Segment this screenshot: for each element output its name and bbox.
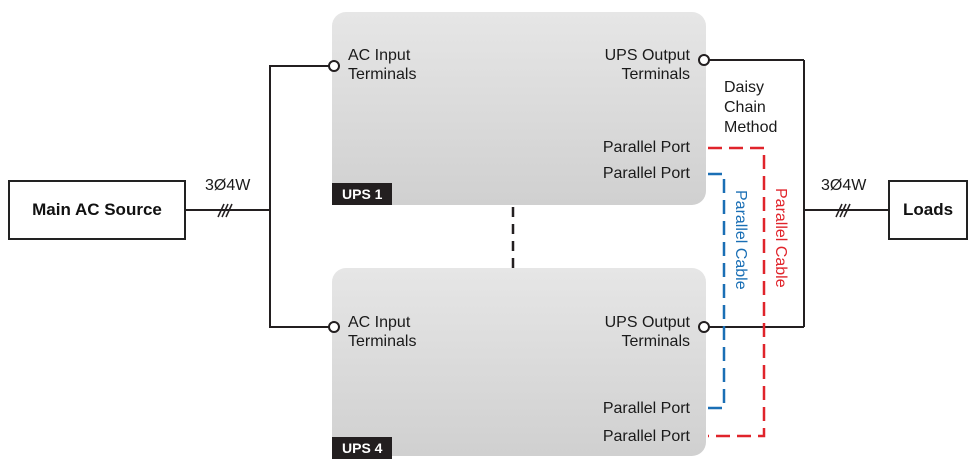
red-parallel-cable [708, 146, 766, 438]
ups1-ac-input-line1: AC Input [348, 47, 411, 64]
ups1-ac-input-line2: Terminals [348, 66, 417, 83]
load-phase-hash-icon [835, 203, 851, 218]
ups1-output-line2: Terminals [621, 66, 690, 83]
daisy-chain-line3: Method [724, 119, 778, 136]
ups1-tag: UPS 1 [332, 183, 393, 205]
ups4-ac-input-line1: AC Input [348, 314, 411, 331]
ups4-output-line1: UPS Output [604, 314, 690, 331]
ups4-output-label: UPS Output Terminals [560, 313, 690, 351]
daisy-chain-line1: Daisy [724, 79, 765, 96]
ups4-tag: UPS 4 [332, 437, 393, 459]
ups1-body [332, 12, 706, 205]
ups1-output-line1: UPS Output [604, 47, 690, 64]
blue-parallel-cable [708, 172, 726, 410]
ups4-body [332, 268, 706, 456]
blue-cable-label: Parallel Cable [732, 190, 749, 290]
ups4-output-terminal [698, 321, 710, 333]
ups4-parallel-port-1: Parallel Port [602, 400, 690, 417]
daisy-chain-label: Daisy Chain Method [724, 78, 777, 138]
ups4-ac-input-label: AC Input Terminals [348, 313, 416, 351]
red-cable-label: Parallel Cable [772, 188, 789, 288]
ups1-input-terminal [328, 60, 340, 72]
ups4-parallel-port-2: Parallel Port [602, 428, 690, 445]
ups1-parallel-port-2: Parallel Port [602, 165, 690, 182]
loads-box: Loads [888, 180, 968, 240]
load-phase-label: 3Ø4W [821, 177, 867, 194]
ups4-output-line2: Terminals [621, 333, 690, 350]
ups1-ac-input-label: AC Input Terminals [348, 46, 416, 84]
source-phase-label: 3Ø4W [205, 177, 251, 194]
input-wiring [186, 65, 330, 328]
ups1-output-label: UPS Output Terminals [560, 46, 690, 84]
ups4-input-terminal [328, 321, 340, 333]
main-ac-source-box: Main AC Source [8, 180, 186, 240]
daisy-chain-line2: Chain [724, 99, 766, 116]
ups1-output-terminal [698, 54, 710, 66]
source-phase-hash-icon [217, 203, 233, 218]
ups1-parallel-port-1: Parallel Port [602, 139, 690, 156]
ups4-ac-input-line2: Terminals [348, 333, 417, 350]
